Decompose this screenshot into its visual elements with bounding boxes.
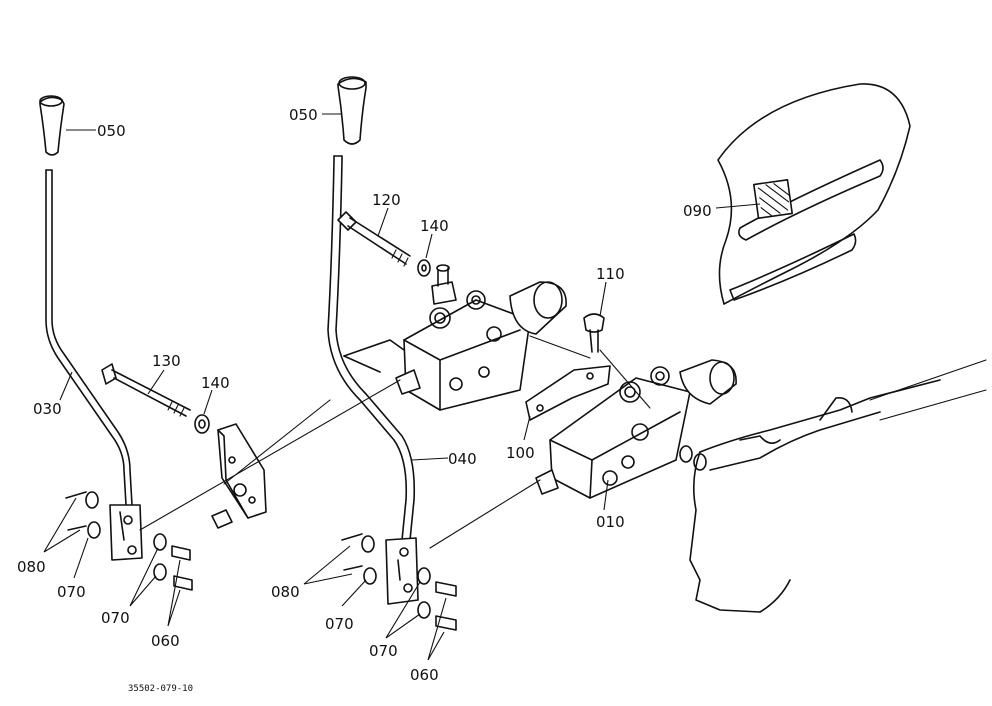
callout-080-right: 080 — [271, 583, 300, 601]
callout-070-left-a: 070 — [57, 583, 86, 601]
mounting-plate — [211, 423, 267, 529]
drawing-number: 35502-079-10 — [128, 684, 193, 694]
callout-060-left: 060 — [151, 632, 180, 650]
callout-labels: 050 050 120 140 110 090 130 140 030 040 … — [17, 106, 712, 694]
bolt-120 — [337, 211, 431, 277]
lever-030-left — [39, 95, 143, 561]
callout-110: 110 — [596, 265, 625, 283]
callout-140-top: 140 — [420, 217, 449, 235]
callout-100: 100 — [506, 444, 535, 462]
bolt-130 — [101, 363, 210, 434]
callout-070-right-b: 070 — [369, 642, 398, 660]
link-100 — [525, 365, 611, 421]
callout-070-left-b: 070 — [101, 609, 130, 627]
callout-030: 030 — [33, 400, 62, 418]
bolt-110 — [583, 313, 605, 353]
callout-050-left: 050 — [97, 122, 126, 140]
cover-090 — [717, 83, 911, 305]
callout-050-right: 050 — [289, 106, 318, 124]
pins-left — [65, 491, 193, 591]
callout-040: 040 — [448, 450, 477, 468]
lever-040-right — [327, 76, 419, 605]
control-valve-upper — [343, 264, 567, 411]
callout-010: 010 — [596, 513, 625, 531]
callout-130: 130 — [152, 352, 181, 370]
callout-080-left: 080 — [17, 558, 46, 576]
callout-090: 090 — [683, 202, 712, 220]
assembly-lines — [139, 335, 651, 549]
transmission-housing — [689, 359, 987, 613]
leader-lines — [43, 113, 761, 661]
callout-070-right-a: 070 — [325, 615, 354, 633]
callout-120: 120 — [372, 191, 401, 209]
callout-060-right: 060 — [410, 666, 439, 684]
callout-140-left: 140 — [201, 374, 230, 392]
pins-right — [341, 533, 457, 631]
control-valve-010 — [535, 359, 737, 499]
